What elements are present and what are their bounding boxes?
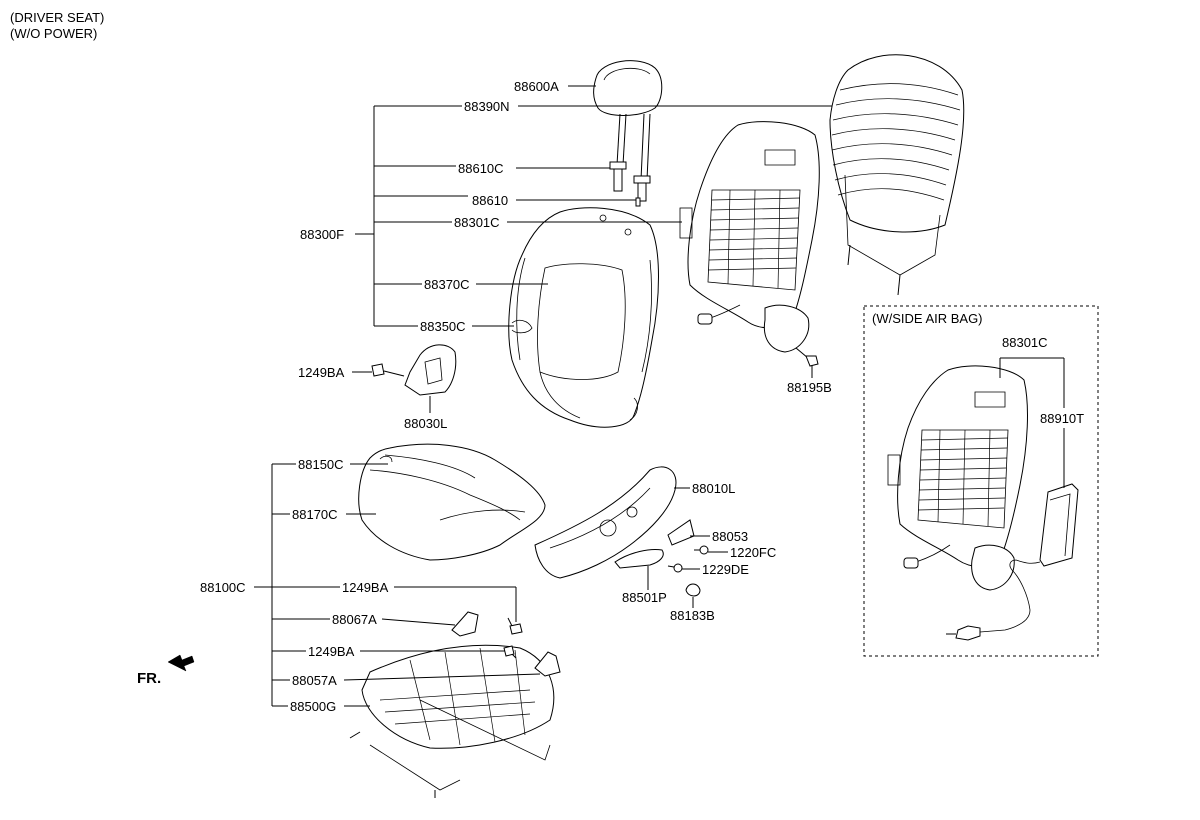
label-88610C: 88610C	[458, 161, 504, 176]
label-88100C: 88100C	[200, 580, 246, 595]
label-1249BA-mid: 1249BA	[342, 580, 389, 595]
bolt-1249BA-mid-illustration	[507, 617, 523, 635]
leader-lines-back	[352, 85, 832, 413]
label-88500G: 88500G	[290, 699, 336, 714]
back-frame-illustration	[679, 121, 820, 353]
label-88010L: 88010L	[692, 481, 735, 496]
label-1220FC: 1220FC	[730, 545, 776, 560]
label-88195B: 88195B	[787, 380, 832, 395]
front-direction-label: FR.	[137, 670, 161, 687]
label-88057A: 88057A	[292, 673, 337, 688]
cushion-illustration	[358, 443, 546, 561]
part-labels: 88600A 88390N 88610C 88610 88301C 88300F…	[200, 79, 832, 714]
inset-label-88301C: 88301C	[1002, 335, 1048, 350]
label-88053: 88053	[712, 529, 748, 544]
back-panel-illustration	[829, 54, 965, 296]
bolt-88195B-illustration	[795, 347, 819, 367]
label-88610: 88610	[472, 193, 508, 208]
label-88370C: 88370C	[424, 277, 470, 292]
label-88501P: 88501P	[622, 590, 667, 605]
bracket-88030L-illustration	[404, 344, 457, 396]
side-shield-illustration	[534, 466, 677, 579]
cap-88183B-illustration	[685, 583, 701, 597]
label-88067A: 88067A	[332, 612, 377, 627]
bolt-1249BA-low-illustration	[503, 645, 517, 659]
headrest-guide-illustration	[609, 161, 651, 207]
bracket-88057A-illustration	[534, 651, 561, 677]
side-airbag-module-illustration	[946, 483, 1079, 641]
label-88183B: 88183B	[670, 608, 715, 623]
inset-label-88910T: 88910T	[1040, 411, 1084, 426]
screw-1220FC-illustration	[694, 545, 709, 555]
label-88350C: 88350C	[420, 319, 466, 334]
leader-lines-cushion	[254, 463, 728, 707]
inset-border	[863, 305, 1099, 657]
front-arrow-icon	[167, 654, 195, 672]
back-cover-illustration	[508, 207, 659, 428]
headrest-illustration	[593, 60, 663, 181]
label-88030L: 88030L	[404, 416, 447, 431]
label-88300F: 88300F	[300, 227, 344, 242]
knob-88053-illustration	[667, 519, 695, 546]
label-88600A: 88600A	[514, 79, 559, 94]
inset-back-frame-illustration	[887, 365, 1028, 591]
side-airbag-inset: (W/SIDE AIR BAG)	[863, 305, 1099, 657]
label-88390N: 88390N	[464, 99, 510, 114]
bracket-88067A-illustration	[451, 611, 479, 637]
label-88170C: 88170C	[292, 507, 338, 522]
label-1249BA-low: 1249BA	[308, 644, 355, 659]
header-driver-seat: (DRIVER SEAT)	[10, 10, 104, 25]
label-1229DE: 1229DE	[702, 562, 749, 577]
header-wo-power: (W/O POWER)	[10, 26, 97, 41]
bolt-1249BA-top-illustration	[371, 363, 405, 377]
label-1249BA-top: 1249BA	[298, 365, 345, 380]
seat-track-illustration	[349, 644, 555, 798]
inset-title: (W/SIDE AIR BAG)	[872, 311, 983, 326]
label-88150C: 88150C	[298, 457, 344, 472]
lever-88501P-illustration	[614, 549, 664, 569]
screw-1229DE-illustration	[667, 563, 683, 573]
label-88301C: 88301C	[454, 215, 500, 230]
